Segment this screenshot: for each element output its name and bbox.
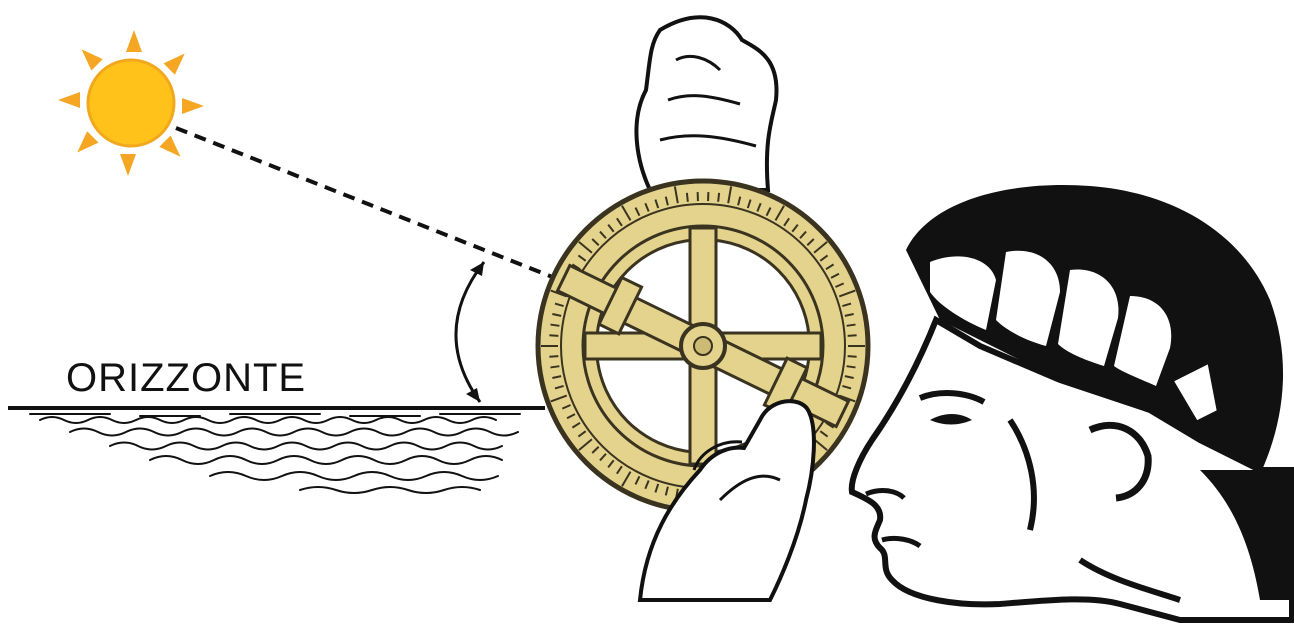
rim-tick: [756, 202, 762, 212]
horizon-label: ORIZZONTE: [66, 356, 307, 400]
rim-tick: [554, 385, 564, 390]
rim-tick: [561, 404, 571, 410]
sea-drawing: [8, 406, 545, 494]
astrolabe-icon: [535, 15, 871, 602]
rim-tick: [578, 241, 593, 254]
rim-tick: [819, 254, 829, 262]
altitude-angle-arc: [454, 261, 486, 403]
upper-hand: [634, 15, 779, 192]
rim-tick: [830, 272, 840, 279]
rim-tick: [549, 334, 559, 337]
rim-tick: [599, 453, 607, 462]
rim-tick: [847, 334, 857, 337]
rim-tick: [634, 207, 641, 217]
sun-rays: [58, 30, 204, 176]
rim-tick: [552, 313, 562, 317]
rim-tick: [842, 302, 852, 307]
rim-tick: [799, 230, 807, 239]
rim-tick: [591, 238, 600, 246]
rim-tick: [550, 323, 560, 327]
rim-tick: [842, 385, 852, 390]
rim-tick: [847, 355, 857, 358]
rim-tick: [664, 196, 669, 206]
rim-tick: [571, 421, 581, 429]
rim-tick: [552, 375, 562, 379]
rim-tick: [835, 282, 845, 288]
rim-tick: [554, 302, 564, 307]
rim-tick: [746, 199, 752, 209]
rim-tick: [825, 263, 835, 271]
rim-tick: [838, 289, 856, 298]
rim-tick: [685, 192, 689, 202]
rim-tick: [621, 471, 632, 487]
rim-tick: [644, 480, 650, 490]
rim-tick: [599, 230, 607, 239]
lower-hand: [637, 399, 816, 602]
rim-tick: [846, 365, 856, 369]
rim-tick: [607, 224, 615, 233]
rim-tick: [550, 394, 568, 403]
rim-tick: [607, 459, 615, 468]
rim-tick: [813, 438, 828, 451]
rim-tick: [616, 217, 623, 227]
rim-tick: [774, 205, 785, 221]
rim-tick: [591, 446, 600, 454]
rim-tick: [737, 196, 742, 206]
sun-disc: [88, 60, 174, 146]
rim-tick: [644, 202, 650, 212]
rim-tick: [621, 205, 632, 221]
rim-tick: [844, 375, 854, 379]
rim-tick: [846, 323, 856, 327]
rim-tick: [550, 365, 560, 369]
rim-tick: [577, 430, 587, 438]
rim-tick: [616, 465, 623, 475]
rim-tick: [654, 199, 660, 209]
rim-tick: [791, 224, 799, 233]
sight-line: [175, 126, 561, 282]
rim-tick: [813, 241, 828, 254]
rim-tick: [765, 207, 772, 217]
rim-tick: [806, 238, 815, 246]
rim-tick: [549, 355, 559, 358]
navigator-head-icon: [848, 184, 1294, 623]
rim-tick: [783, 217, 790, 227]
rim-tick: [717, 192, 721, 202]
rim-tick: [634, 475, 641, 485]
rim-tick: [654, 483, 660, 493]
rim-tick: [673, 186, 679, 204]
rim-tick: [577, 254, 587, 262]
rim-tick: [844, 313, 854, 317]
rim-tick: [819, 430, 829, 438]
sun-icon: [58, 30, 204, 176]
rim-tick: [727, 186, 733, 204]
rim-tick: [664, 486, 669, 496]
rim-tick: [578, 438, 593, 451]
rim-tick: [566, 413, 576, 420]
